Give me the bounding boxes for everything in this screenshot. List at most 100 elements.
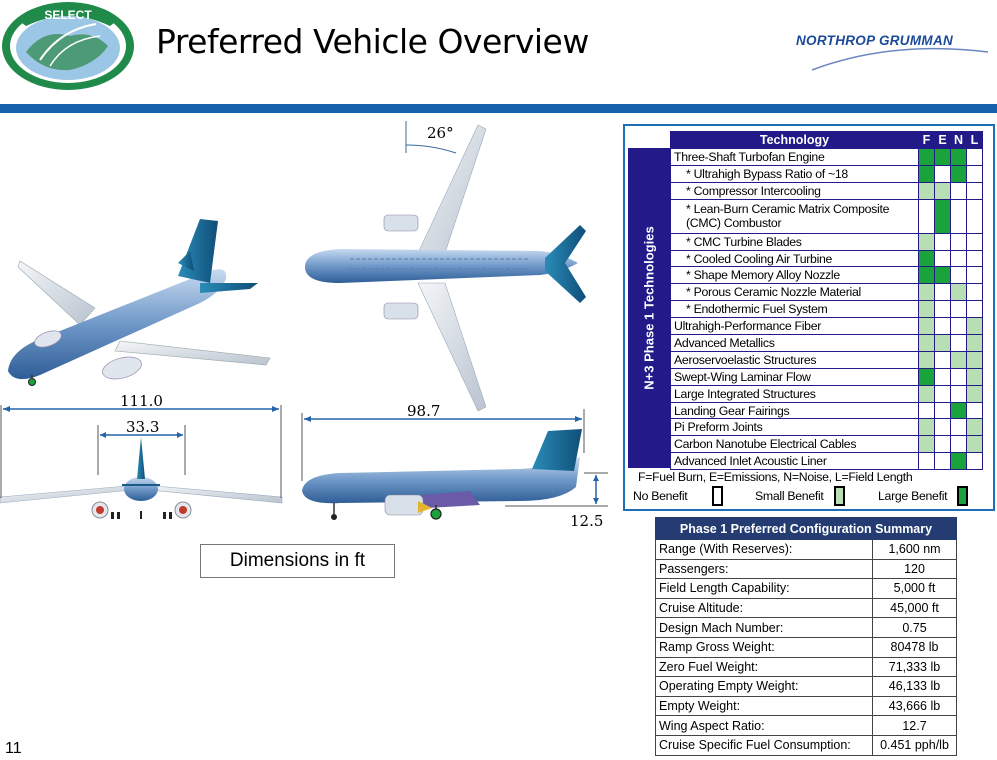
- summary-value: 0.451 pph/lb: [872, 734, 957, 756]
- benefit-cell-noise: [950, 435, 967, 454]
- benefit-cell-fuel-burn: [918, 266, 935, 285]
- page-title: Preferred Vehicle Overview: [156, 22, 589, 61]
- benefit-cell-field-length: [966, 435, 983, 454]
- technology-row: Carbon Nanotube Electrical Cables: [670, 435, 983, 454]
- aircraft-drawings: [0, 121, 608, 520]
- technology-row: Ultrahigh-Performance Fiber: [670, 317, 983, 336]
- front-width-dimension: 33.3: [126, 418, 160, 436]
- summary-label: Design Mach Number:: [655, 617, 873, 638]
- summary-row: Zero Fuel Weight:71,333 lb: [655, 656, 957, 678]
- benefit-cell-field-length: [966, 266, 983, 285]
- technology-row: * Ultrahigh Bypass Ratio of ~18: [670, 164, 983, 183]
- technology-row: Advanced Inlet Acoustic Liner: [670, 452, 983, 471]
- benefit-cell-emissions: [934, 418, 951, 437]
- summary-label: Range (With Reserves):: [655, 539, 873, 560]
- page-number: 11: [5, 740, 22, 757]
- side-view: [302, 429, 608, 520]
- technology-name: Large Integrated Structures: [670, 384, 919, 403]
- benefit-cell-field-length: [966, 367, 983, 386]
- benefit-cell-emissions: [934, 401, 951, 420]
- benefit-cell-emissions: [934, 232, 951, 251]
- benefit-cell-fuel-burn: [918, 435, 935, 454]
- benefit-cell-noise: [950, 249, 967, 268]
- technology-row: Large Integrated Structures: [670, 384, 983, 403]
- benefit-cell-emissions: [934, 266, 951, 285]
- benefit-cell-field-length: [966, 350, 983, 369]
- technology-row: Aeroservoelastic Structures: [670, 350, 983, 369]
- benefit-cell-noise: [950, 317, 967, 336]
- benefit-cell-noise: [950, 283, 967, 302]
- technology-name: * CMC Turbine Blades: [670, 232, 919, 251]
- benefit-cell-field-length: [966, 452, 983, 471]
- benefit-cell-emissions: [934, 452, 951, 471]
- benefit-cell-fuel-burn: [918, 283, 935, 302]
- header-fuel-burn: F: [918, 131, 935, 149]
- benefit-cell-field-length: [966, 164, 983, 183]
- northrop-grumman-swoosh: [811, 47, 989, 71]
- technology-name: * Cooled Cooling Air Turbine: [670, 249, 919, 268]
- height-dimension: 12.5: [570, 512, 604, 530]
- technology-row: * Lean-Burn Ceramic Matrix Composite (CM…: [670, 198, 983, 234]
- benefit-cell-noise: [950, 401, 967, 420]
- benefit-cell-emissions: [934, 334, 951, 352]
- benefit-cell-noise: [950, 300, 967, 319]
- summary-value: 45,000 ft: [872, 597, 957, 619]
- summary-row: Empty Weight:43,666 lb: [655, 695, 957, 717]
- technology-name: Aeroservoelastic Structures: [670, 350, 919, 369]
- company-logo-text: NORTHROP GRUMMAN: [796, 33, 954, 48]
- technology-name: Landing Gear Fairings: [670, 401, 919, 420]
- summary-label: Empty Weight:: [655, 695, 873, 717]
- technology-name: * Porous Ceramic Nozzle Material: [670, 283, 919, 302]
- summary-value: 1,600 nm: [872, 539, 957, 560]
- logo-text: SELECT: [44, 8, 92, 22]
- benefit-cell-field-length: [966, 249, 983, 268]
- technology-row: Landing Gear Fairings: [670, 401, 983, 420]
- plan-view: [305, 121, 586, 412]
- summary-row: Wing Aspect Ratio:12.7: [655, 715, 957, 736]
- technology-name: Advanced Inlet Acoustic Liner: [670, 452, 919, 471]
- technology-row: * Cooled Cooling Air Turbine: [670, 249, 983, 268]
- dimensions-note: Dimensions in ft: [200, 544, 395, 578]
- header-technology: Technology: [670, 131, 919, 149]
- benefit-cell-fuel-burn: [918, 232, 935, 251]
- technology-name: Advanced Metallics: [670, 334, 919, 352]
- legend-no-benefit-label: No Benefit: [633, 489, 688, 503]
- benefit-cell-noise: [950, 350, 967, 369]
- benefit-cell-emissions: [934, 181, 951, 200]
- benefit-cell-noise: [950, 334, 967, 352]
- technology-side-label-bar: N+3 Phase 1 Technologies: [628, 148, 670, 468]
- benefit-cell-fuel-burn: [918, 350, 935, 369]
- summary-value: 0.75: [872, 617, 957, 638]
- legend-small-benefit-label: Small Benefit: [755, 489, 824, 503]
- benefit-cell-field-length: [966, 283, 983, 302]
- benefit-cell-noise: [950, 198, 967, 234]
- benefit-cell-noise: [950, 181, 967, 200]
- summary-row: Operating Empty Weight:46,133 lb: [655, 676, 957, 697]
- benefit-cell-noise: [950, 164, 967, 183]
- benefit-cell-noise: [950, 452, 967, 471]
- benefit-cell-emissions: [934, 164, 951, 183]
- span-dimension: 111.0: [120, 392, 163, 410]
- benefit-cell-field-length: [966, 300, 983, 319]
- summary-row: Design Mach Number:0.75: [655, 617, 957, 638]
- benefit-cell-emissions: [934, 249, 951, 268]
- benefit-cell-noise: [950, 367, 967, 386]
- sweep-angle: 26°: [427, 124, 454, 142]
- summary-value: 120: [872, 558, 957, 580]
- benefit-cell-fuel-burn: [918, 249, 935, 268]
- benefit-cell-noise: [950, 232, 967, 251]
- legend-small-benefit-swatch: [834, 486, 845, 506]
- technology-row: Pi Preform Joints: [670, 418, 983, 437]
- perspective-view: [8, 219, 271, 386]
- benefit-cell-fuel-burn: [918, 334, 935, 352]
- benefit-cell-field-length: [966, 317, 983, 336]
- technology-row: * Endothermic Fuel System: [670, 300, 983, 319]
- benefit-cell-noise: [950, 418, 967, 437]
- summary-label: Field Length Capability:: [655, 578, 873, 599]
- summary-label: Cruise Specific Fuel Consumption:: [655, 734, 873, 756]
- technology-name: Three-Shaft Turbofan Engine: [670, 148, 919, 166]
- technology-row: * Porous Ceramic Nozzle Material: [670, 283, 983, 302]
- benefit-cell-fuel-burn: [918, 148, 935, 166]
- benefit-cell-emissions: [934, 350, 951, 369]
- benefit-cell-fuel-burn: [918, 367, 935, 386]
